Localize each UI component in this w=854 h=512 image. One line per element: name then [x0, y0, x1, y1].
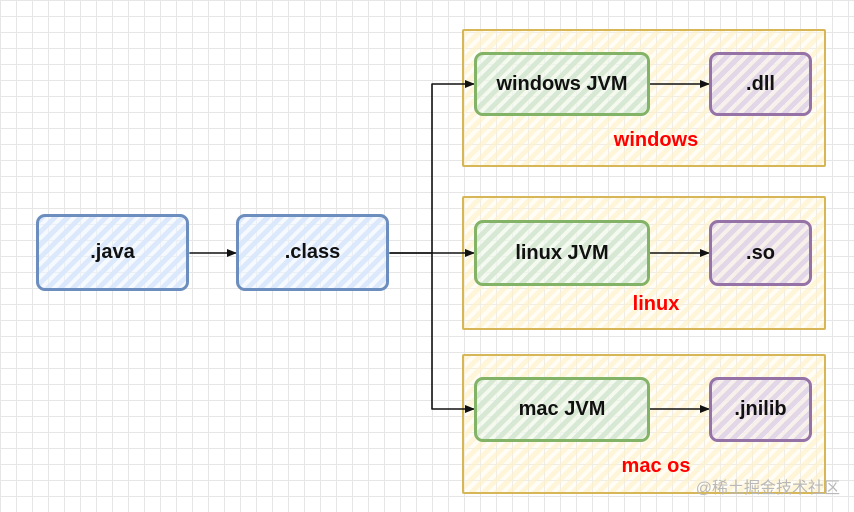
mac-os-label: mac os: [621, 455, 691, 477]
so-node: .so: [709, 220, 812, 286]
dll-node: .dll: [709, 52, 812, 116]
java-file-node: .java: [36, 214, 189, 291]
watermark-text: @稀土掘金技术社区: [695, 480, 840, 497]
windows-label: windows: [613, 129, 699, 151]
windows-jvm-node: windows JVM: [474, 52, 650, 116]
jnilib-node: .jnilib: [709, 377, 812, 442]
mac-jvm-node: mac JVM: [474, 377, 650, 442]
class-file-node: .class: [236, 214, 389, 291]
linux-jvm-node: linux JVM: [474, 220, 650, 286]
linux-label: linux: [632, 293, 680, 315]
